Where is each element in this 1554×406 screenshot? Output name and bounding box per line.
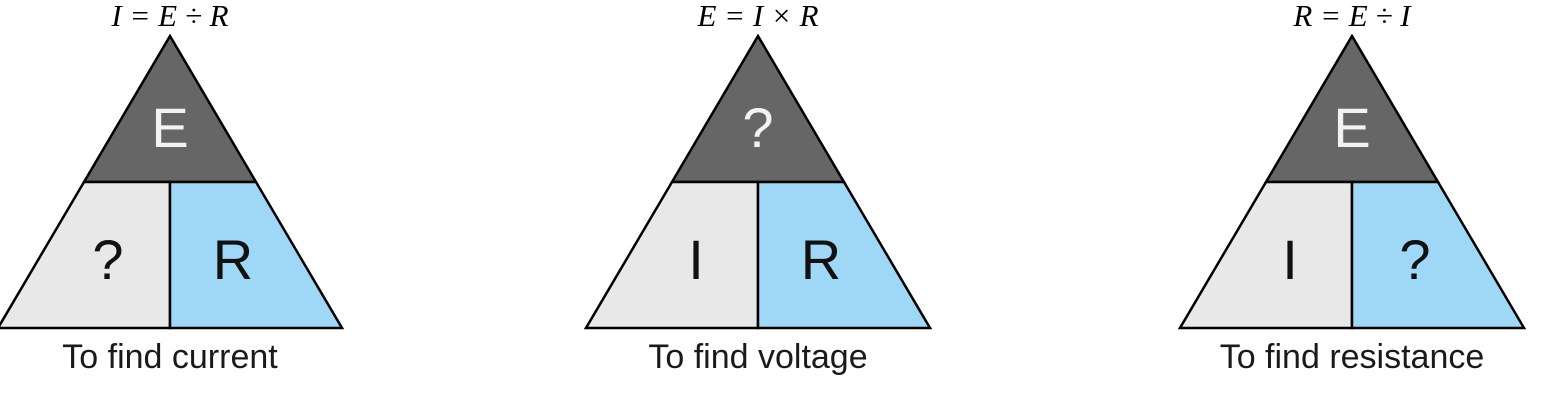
ohms-triangle-current: E ? R: [0, 34, 344, 330]
caption-voltage: To find voltage: [648, 338, 868, 376]
ohms-triangle-voltage: ? I R: [584, 34, 932, 330]
right-section: [756, 180, 932, 330]
triangle-group-voltage: E = I × R ? I R To find voltage: [584, 0, 932, 377]
left-section-label: I: [688, 228, 704, 291]
top-section-label: E: [1333, 96, 1370, 159]
left-section: [0, 180, 172, 330]
left-section: [584, 180, 760, 330]
right-section: [168, 180, 344, 330]
left-section: [1178, 180, 1354, 330]
right-section-label: R: [213, 228, 253, 291]
left-section-label: ?: [92, 228, 123, 291]
formula-voltage: E = I × R: [697, 0, 819, 33]
triangle-group-current: I = E ÷ R E ? R To find current: [0, 0, 344, 377]
triangle-group-resistance: R = E ÷ I E I ? To find resistance: [1178, 0, 1526, 377]
caption-current: To find current: [62, 338, 278, 376]
left-section-label: I: [1282, 228, 1298, 291]
top-section-label: E: [151, 96, 188, 159]
ohms-triangle-resistance: E I ?: [1178, 34, 1526, 330]
right-section-label: R: [801, 228, 841, 291]
right-section: [1350, 180, 1526, 330]
formula-resistance: R = E ÷ I: [1293, 0, 1411, 33]
right-section-label: ?: [1399, 228, 1430, 291]
top-section-label: ?: [742, 96, 773, 159]
caption-resistance: To find resistance: [1219, 338, 1485, 376]
formula-current: I = E ÷ R: [111, 0, 229, 33]
